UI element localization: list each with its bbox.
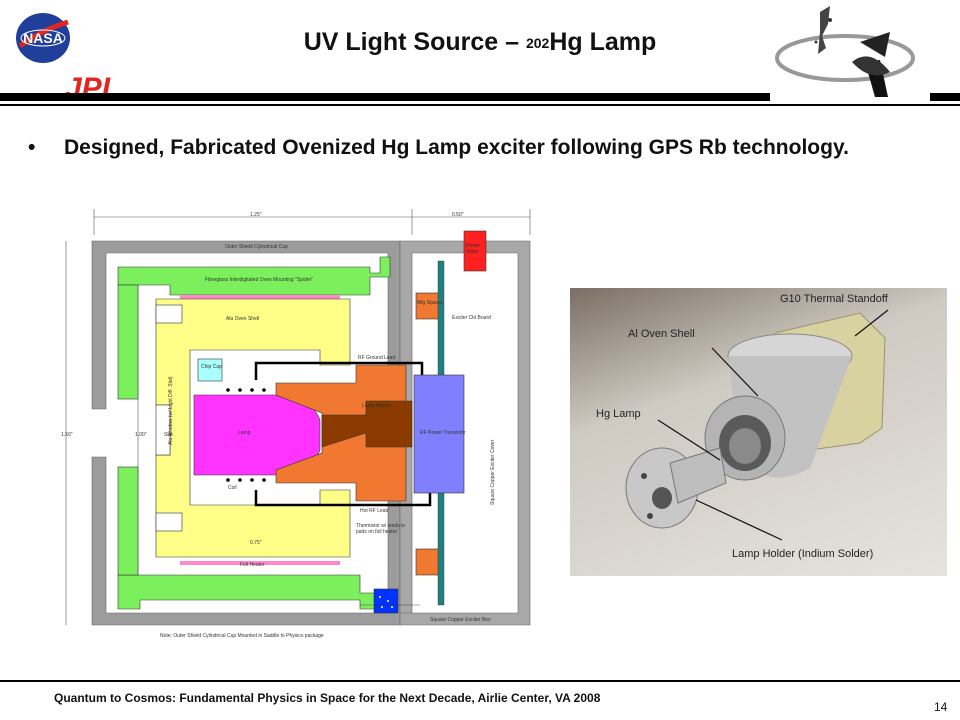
svg-text:NASA: NASA — [23, 30, 63, 46]
mtg-spacer-label: Mtg Spacer — [417, 300, 443, 306]
page-title: UV Light Source – 202Hg Lamp — [303, 28, 657, 56]
exciter-ckt-board-label: Exciter Ckt Board — [452, 315, 491, 321]
dim-label: 1.00" — [135, 432, 147, 438]
footer-rule — [0, 680, 960, 682]
chip-cap-label: Chip Cap — [201, 364, 222, 370]
thermistor-label: Thermistor w/ leads to pads on foil heat… — [356, 523, 406, 535]
observatory-logo-icon — [770, 2, 930, 104]
g10-standoff-label: G10 Thermal Standoff — [780, 293, 888, 305]
exciter-cross-section-diagram: 1.25" 0.50" 1.50" 1.00" 0.75" Outer Shie… — [60, 205, 532, 645]
foil-heater-label: Foil Heater — [240, 562, 265, 568]
alu-oven-shell-label: Alu Oven Shell — [226, 316, 260, 322]
coil-label: Coil — [228, 485, 237, 491]
diagram-note: Note: Outer Shield Cylindrical Cup Mount… — [160, 633, 324, 639]
rf-ground-lead-label: RF Ground Lead — [358, 355, 396, 361]
header-rule — [0, 93, 960, 101]
dim-label: 1.25" — [250, 212, 262, 218]
rf-power-transistor-label: RF Power Transistor — [420, 430, 466, 436]
footer-text: Quantum to Cosmos: Fundamental Physics i… — [54, 691, 601, 705]
lamp-assembly-photo: G10 Thermal Standoff Al Oven Shell Hg La… — [570, 288, 947, 576]
dim-label: 0.50" — [452, 212, 464, 218]
lamp-holder-label: Lamp Holder (Indium Solder) — [732, 548, 874, 560]
square-cover-label: Square Copper Exciter Cover — [490, 439, 496, 505]
spider-label: Fiberglass Interdigitated Oven Mounting … — [205, 277, 314, 283]
header-rule-thin — [0, 104, 960, 106]
hg-lamp-label: Hg Lamp — [596, 408, 641, 420]
hot-rf-lead-label: Hot RF Lead — [360, 508, 389, 514]
dim-label: 1.50" — [61, 432, 73, 438]
bullet-text: Designed, Fabricated Ovenized Hg Lamp ex… — [64, 136, 849, 159]
page-number: 14 — [934, 700, 948, 714]
power-xistor-label: Power Xistor — [466, 243, 481, 255]
lamp-label: Lamp — [238, 430, 251, 436]
square-box-label: Square Copper Exciter Box — [430, 617, 491, 623]
slot-label: Slot — [164, 432, 173, 438]
dim-label: 0.75" — [250, 540, 262, 546]
bullet-dot: • — [28, 136, 36, 159]
al-oven-shell-label: Al Oven Shell — [628, 328, 695, 340]
nasa-logo: NASA — [12, 10, 74, 66]
alu-window-label: Alu Window (w/ Light Diff. Slot) — [168, 376, 174, 445]
outer-shield-label: Outer Shield Cylindrical Cup — [225, 244, 288, 250]
lamp-holder-label: Lamp Holder — [362, 403, 391, 409]
